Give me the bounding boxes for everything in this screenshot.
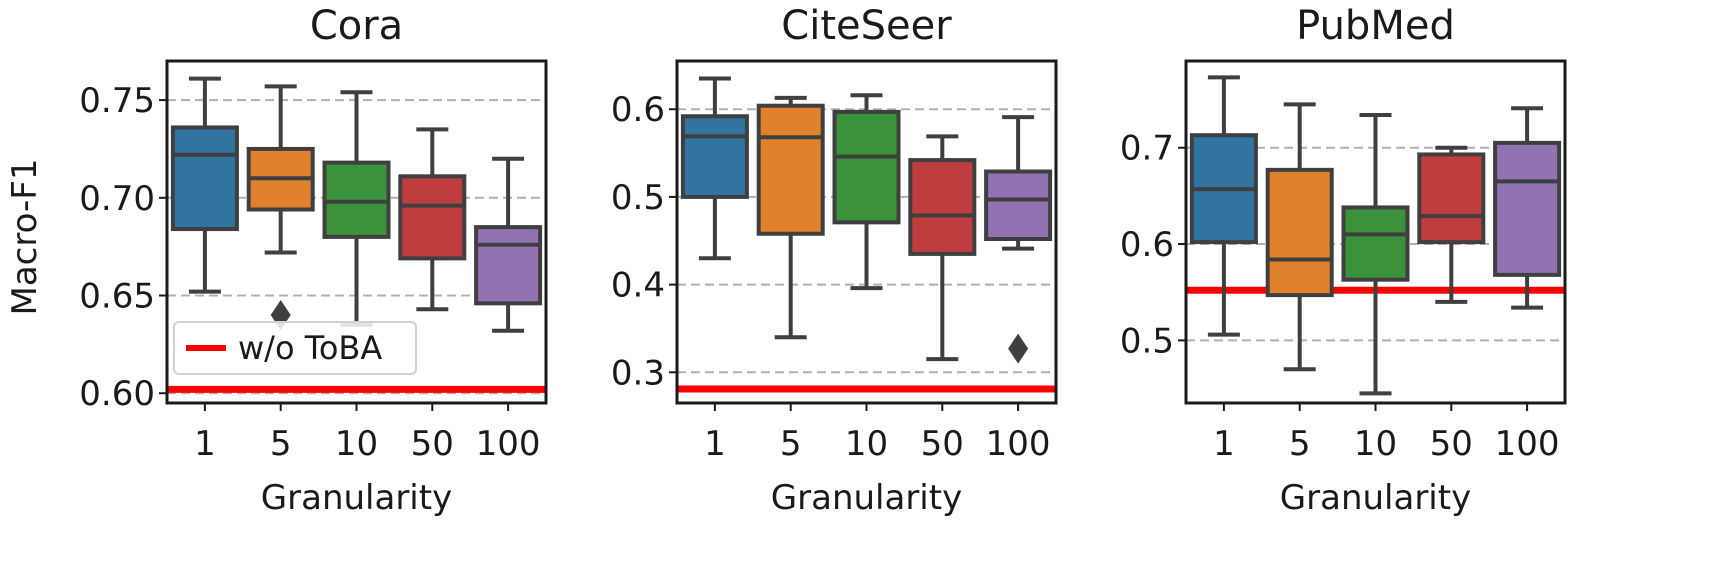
y-tick-label: 0.6 <box>611 90 665 130</box>
x-tick-label: 50 <box>921 424 964 464</box>
y-tick-label: 0.5 <box>1120 321 1174 361</box>
box-50 <box>398 127 467 312</box>
legend-frame <box>173 321 417 375</box>
x-tick-label: 10 <box>1354 424 1397 464</box>
panel-title: Cora <box>310 3 403 49</box>
box-50 <box>1417 145 1486 304</box>
legend: w/o ToBA <box>173 321 417 375</box>
x-tick-label: 100 <box>1495 424 1560 464</box>
x-tick-label: 5 <box>1289 424 1311 464</box>
box-100 <box>474 156 543 333</box>
x-tick-label: 50 <box>411 424 454 464</box>
y-tick-label: 0.6 <box>1120 225 1174 265</box>
box-100 <box>984 115 1053 364</box>
box-50 <box>908 134 977 362</box>
y-tick-label: 0.70 <box>79 179 155 219</box>
x-axis-label: Granularity <box>1280 478 1471 518</box>
y-tick-label: 0.7 <box>1120 129 1174 169</box>
y-axis-label: Macro-F1 <box>5 159 45 316</box>
x-tick-label: 1 <box>194 424 216 464</box>
box-iqr <box>474 225 543 306</box>
box-iqr <box>1417 152 1486 245</box>
outlier-marker <box>1008 333 1029 364</box>
y-tick-label: 0.3 <box>611 353 665 393</box>
box-iqr <box>908 158 977 256</box>
box-iqr <box>1265 167 1334 298</box>
box-10 <box>322 90 391 327</box>
legend-label: w/o ToBA <box>238 329 382 367</box>
box-1 <box>170 76 239 294</box>
y-tick-label: 0.60 <box>79 374 155 414</box>
box-iqr <box>680 114 749 199</box>
box-iqr <box>1493 140 1562 277</box>
y-tick-label: 0.4 <box>611 266 665 306</box>
x-tick-label: 10 <box>335 424 378 464</box>
x-tick-label: 100 <box>986 424 1051 464</box>
box-5 <box>756 95 825 340</box>
x-axis-label: Granularity <box>771 478 962 518</box>
panel-title: CiteSeer <box>781 3 952 49</box>
x-tick-label: 5 <box>270 424 292 464</box>
box-iqr <box>170 125 239 232</box>
box-100 <box>1493 106 1562 310</box>
panel-title: PubMed <box>1296 3 1455 49</box>
box-10 <box>1341 112 1410 396</box>
box-1 <box>1189 75 1258 337</box>
y-tick-label: 0.75 <box>79 81 155 121</box>
box-5 <box>246 84 315 331</box>
y-tick-label: 0.5 <box>611 178 665 218</box>
x-tick-label: 50 <box>1430 424 1473 464</box>
box-5 <box>1265 102 1334 372</box>
box-iqr <box>832 109 901 225</box>
x-axis-label: Granularity <box>261 478 452 518</box>
x-tick-label: 1 <box>704 424 726 464</box>
y-tick-label: 0.65 <box>79 277 155 317</box>
box-iqr <box>984 169 1053 242</box>
x-tick-label: 10 <box>845 424 888 464</box>
box-iqr <box>398 174 467 261</box>
box-iqr <box>756 103 825 236</box>
box-1 <box>680 76 749 261</box>
box-iqr <box>1341 205 1410 282</box>
box-10 <box>832 93 901 291</box>
x-tick-label: 5 <box>780 424 802 464</box>
x-tick-label: 1 <box>1213 424 1235 464</box>
x-tick-label: 100 <box>476 424 541 464</box>
